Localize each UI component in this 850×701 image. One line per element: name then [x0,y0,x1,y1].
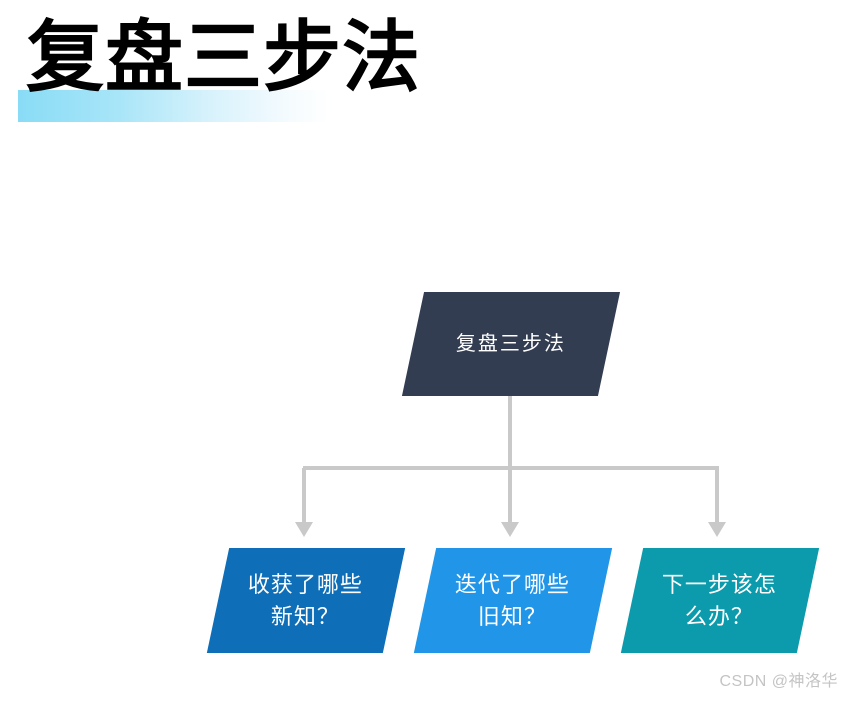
diagram-node-root-label: 复盘三步法 [456,332,566,355]
diagram-node-leaf-2-label: 迭代了哪些 旧知？ [455,571,571,629]
watermark: CSDN @神洛华 [719,673,838,690]
title-text: 复盘三步法 [26,13,422,101]
arrowhead-right [708,522,726,537]
title-highlight-bar [18,90,330,122]
diagram-node-leaf-1-label: 收获了哪些 新知？ [248,571,364,629]
diagram-node-root[interactable]: 复盘三步法 [401,292,621,396]
arrowhead-middle [501,522,519,537]
diagram-node-leaf-3[interactable]: 下一步该怎 么办？ [620,548,820,653]
diagram-node-leaf-1[interactable]: 收获了哪些 新知？ [206,548,406,653]
diagram-node-leaf-2[interactable]: 迭代了哪些 旧知？ [413,548,613,653]
page-title: 复盘三步法 [18,4,578,124]
arrowhead-left [295,522,313,537]
diagram-node-leaf-3-label: 下一步该怎 么办？ [662,571,778,629]
